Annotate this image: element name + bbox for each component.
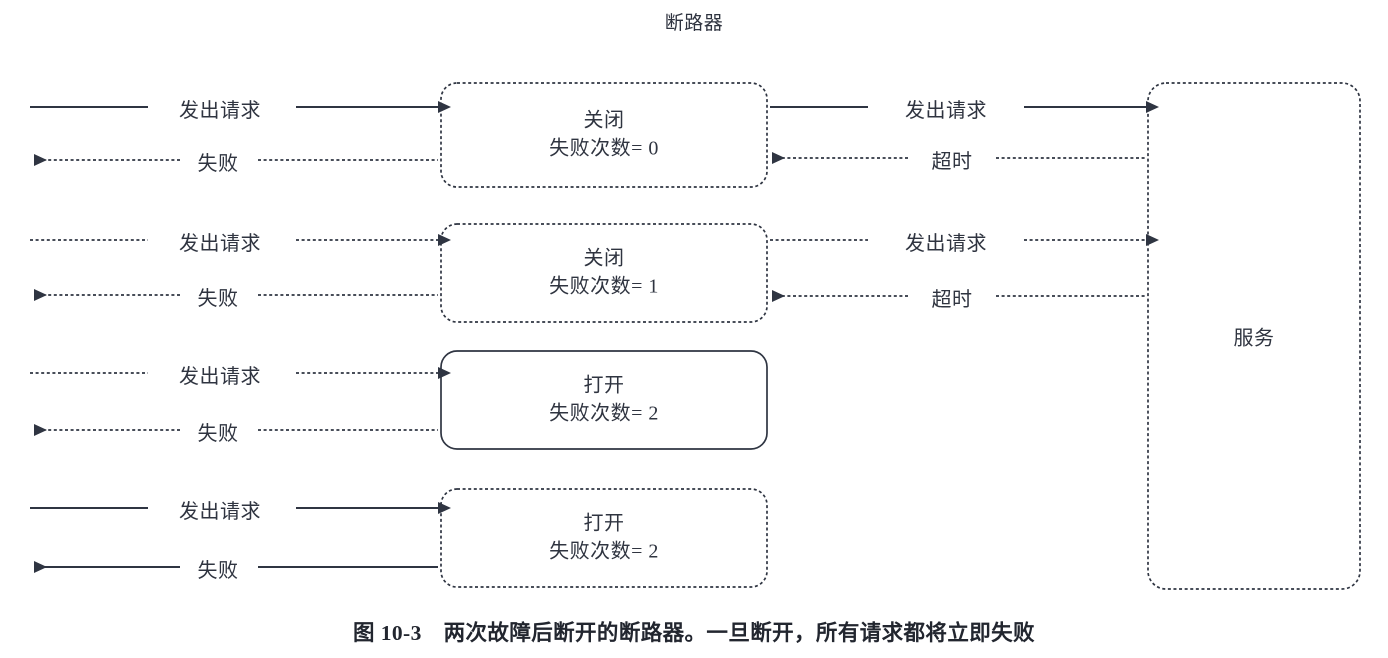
row-2-right-request-label: 发出请求 xyxy=(905,233,987,255)
state-box-4-counter: 失败次数= 2 xyxy=(549,541,659,563)
state-box-1-label: 关闭 失败次数= 0 xyxy=(549,107,659,164)
row-1-left-request-label: 发出请求 xyxy=(179,100,261,122)
service-box xyxy=(1147,82,1361,590)
state-box-3-label: 打开 失败次数= 2 xyxy=(549,372,659,429)
row-2-left-request-label: 发出请求 xyxy=(179,233,261,255)
row-2-right-response-label: 超时 xyxy=(931,289,973,311)
state-box-4-label: 打开 失败次数= 2 xyxy=(549,510,659,567)
state-box-1 xyxy=(440,82,768,188)
state-box-4-title: 打开 xyxy=(583,512,625,535)
state-box-3 xyxy=(440,350,768,450)
row-3-left-request-label: 发出请求 xyxy=(179,366,261,388)
row-4-left-response-label: 失败 xyxy=(197,560,239,582)
state-box-2-title: 关闭 xyxy=(583,247,625,270)
figure-title: 断路器 xyxy=(664,13,724,34)
figure-caption: 图 10-3 两次故障后断开的断路器。一旦断开，所有请求都将立即失败 xyxy=(353,621,1035,645)
row-1-left-response-label: 失败 xyxy=(197,153,239,175)
state-box-1-title: 关闭 xyxy=(583,109,625,132)
row-1-right-response-label: 超时 xyxy=(931,151,973,173)
row-4-left-request-label: 发出请求 xyxy=(179,501,261,523)
state-box-2-label: 关闭 失败次数= 1 xyxy=(549,245,659,302)
row-3-left-response-label: 失败 xyxy=(197,423,239,445)
state-box-1-counter: 失败次数= 0 xyxy=(549,138,659,160)
service-box-label: 服务 xyxy=(1233,327,1275,350)
state-box-2 xyxy=(440,223,768,323)
row-1-right-request-label: 发出请求 xyxy=(905,100,987,122)
state-box-2-counter: 失败次数= 1 xyxy=(549,276,659,298)
state-box-4 xyxy=(440,488,768,588)
state-box-3-title: 打开 xyxy=(583,374,625,397)
row-2-left-response-label: 失败 xyxy=(197,288,239,310)
state-box-3-counter: 失败次数= 2 xyxy=(549,403,659,425)
